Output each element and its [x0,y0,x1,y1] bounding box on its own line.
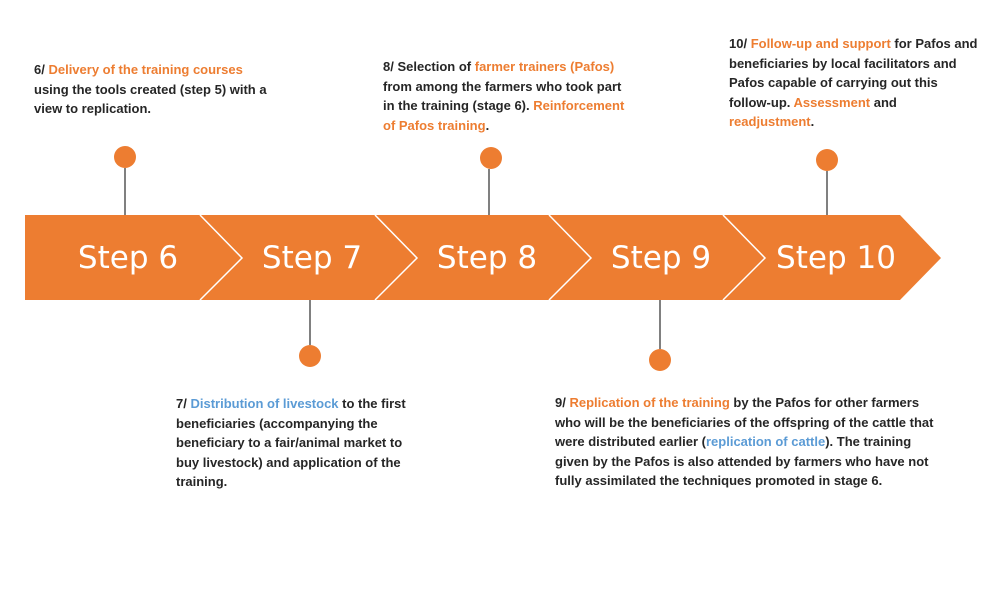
note-step9-body1: by the Pafos for other farmers who will … [555,395,934,449]
note-step10-body1: for Pafos and beneficiaries by local fac… [729,36,978,110]
note-step8-prefix: 8/ Selection of [383,59,475,74]
marker-step9 [649,349,671,371]
note-step9-body2: ). The training given by the Pafos is al… [555,434,929,488]
note-step7-prefix: 7/ [176,396,191,411]
note-step10-body2: and [870,94,897,110]
marker-step10 [816,149,838,171]
note-step7-highlight: Distribution of livestock [190,396,339,411]
note-step10-end: . [810,114,815,129]
note-step8: 8/ Selection of farmer trainers (Pafos) … [383,57,628,135]
marker-step6 [114,146,136,168]
note-step8-end: . [485,117,490,133]
step-label-9: Step 9 [610,240,712,276]
note-step10-prefix: 10/ [729,36,751,51]
note-step6-highlight: Delivery of the training courses [48,62,243,77]
step-label-8: Step 8 [436,240,538,276]
chevron-separator-4 [722,214,767,301]
note-step9-highlight2: replication of cattle [706,434,826,449]
note-step10-highlight1: Follow-up and support [750,36,891,51]
arrow-body [25,215,941,300]
note-step8-body1: from among the farmers who took part in … [383,78,622,114]
note-step9-highlight1: Replication of the training [569,395,730,410]
note-step8-highlight2: Reinforcement of Pafos training [383,98,625,133]
note-step6-body: using the tools created (step 5) with a … [34,81,267,117]
note-step9: 9/ Replication of the training by the Pa… [555,393,945,491]
note-step10: 10/ Follow-up and support for Pafos and … [729,34,981,132]
note-step10-highlight2: Assessment [793,94,871,110]
note-step7-body: to the first beneficiaries (accompanying… [176,396,406,489]
chevron-separator-2 [374,214,419,301]
note-step6: 6/ Delivery of the training courses using… [34,60,274,119]
note-step10-highlight3: readjustment [729,114,811,129]
marker-step7 [299,345,321,367]
note-step7: 7/ Distribution of livestock to the firs… [176,394,412,492]
chevron-separator-3 [548,214,593,301]
note-step9-prefix: 9/ [555,395,570,410]
note-step6-prefix: 6/ [34,62,49,77]
note-step8-highlight1: farmer trainers (Pafos) [474,59,615,74]
marker-step8 [480,147,502,169]
chevron-separator-1 [199,214,244,301]
step-label-10: Step 10 [776,240,896,276]
step-label-7: Step 7 [261,240,363,276]
step-label-6: Step 6 [77,240,179,276]
